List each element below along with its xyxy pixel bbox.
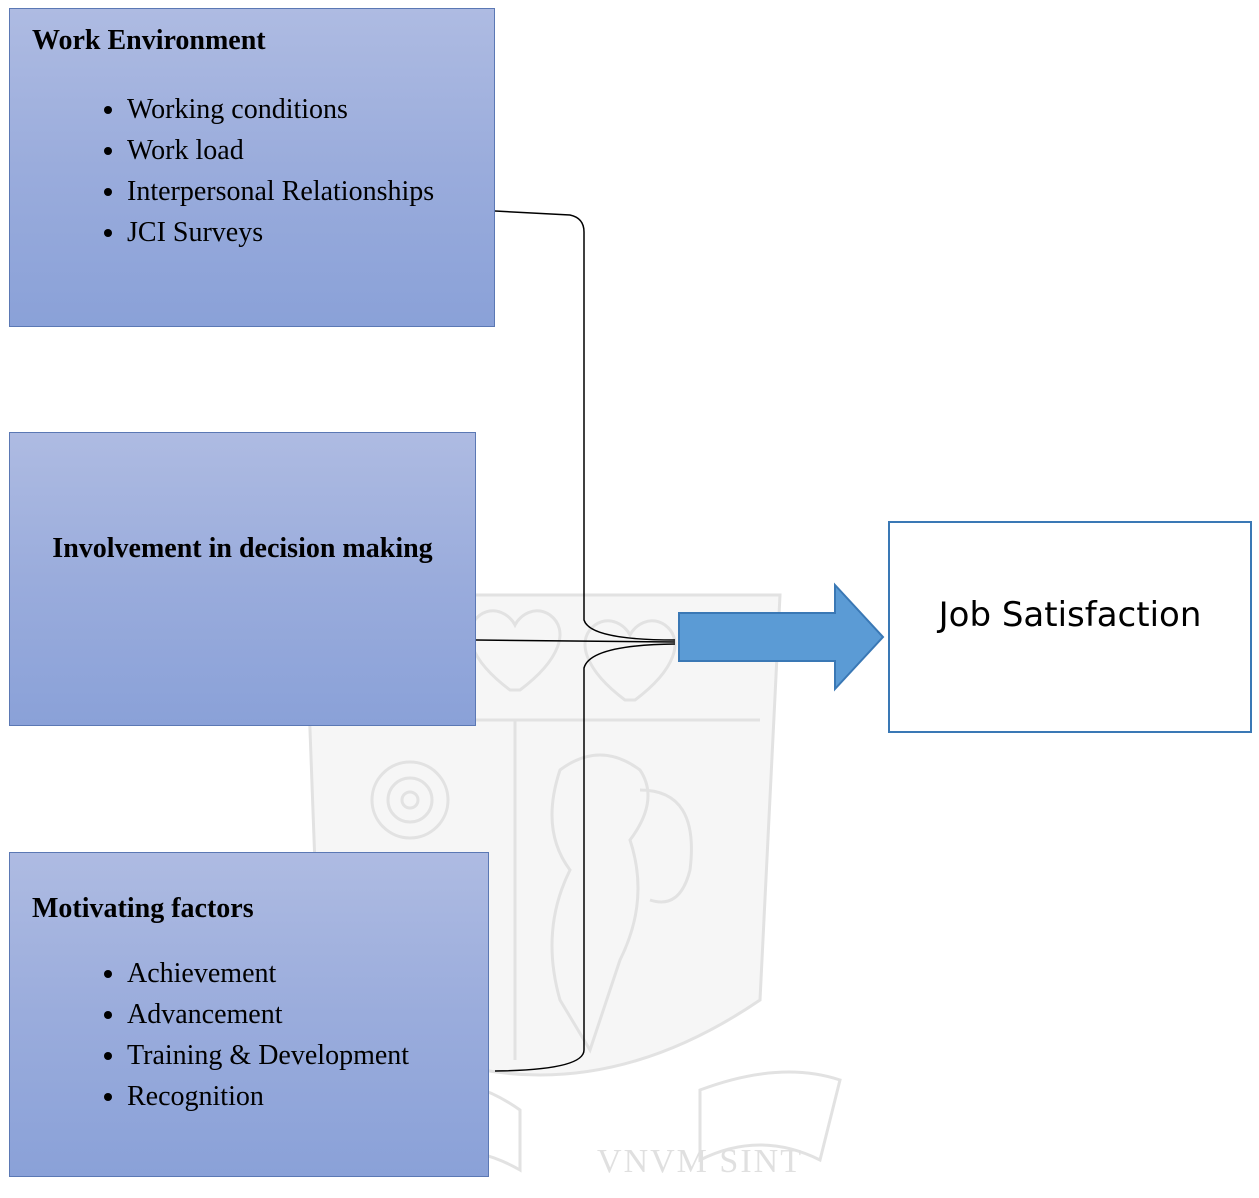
rose-icon — [370, 760, 450, 840]
list-item: JCI Surveys — [127, 212, 457, 253]
node-title: Motivating factors — [32, 893, 254, 924]
node-title: Involvement in decision making — [52, 533, 433, 564]
lion-icon — [550, 753, 650, 1054]
list-item: Interpersonal Relationships — [127, 171, 457, 212]
edge-work-to-job — [494, 210, 676, 641]
list-item: Work load — [127, 130, 457, 171]
list-item: Working conditions — [127, 89, 457, 130]
node-job-satisfaction: Job Satisfaction — [888, 521, 1252, 733]
heart-icon — [583, 619, 677, 702]
factor-list: Working conditions Work load Interperson… — [72, 89, 457, 253]
edge-involve-to-job — [475, 639, 676, 643]
list-item: Advancement — [127, 994, 527, 1035]
list-item: Recognition — [127, 1076, 527, 1117]
node-involvement: Involvement in decision making — [9, 432, 476, 726]
list-item: Achievement — [127, 953, 527, 994]
list-item: Training & Development — [127, 1035, 527, 1076]
motto-text: VNVM SINT — [597, 1143, 803, 1180]
node-work-environment: Work Environment Working conditions Work… — [9, 8, 495, 327]
factor-list: Achievement Advancement Training & Devel… — [72, 953, 527, 1117]
node-label: Job Satisfaction — [938, 595, 1202, 635]
node-title: Work Environment — [32, 25, 266, 56]
edge-motiv-to-job — [494, 643, 676, 1072]
node-motivating-factors: Motivating factors Achievement Advanceme… — [9, 852, 489, 1177]
right-arrow-icon — [678, 582, 885, 692]
